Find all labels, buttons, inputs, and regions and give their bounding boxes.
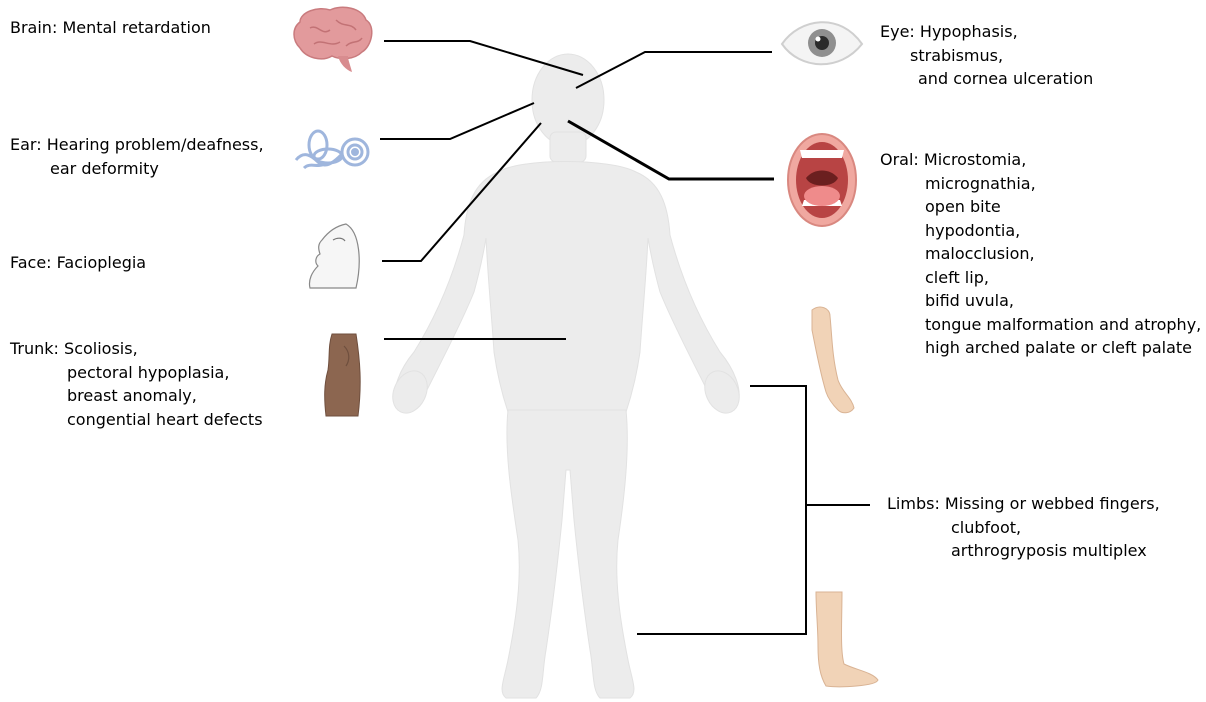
trunk-label: Trunk: Scoliosis, pectoral hypoplasia, b… [10,337,263,431]
limbs-text-2: clubfoot, [887,516,1160,540]
oral-text-5: malocclusion, [880,242,1201,266]
oral-title: Oral: [880,150,919,169]
eye-label: Eye: Hypophasis, strabismus, and cornea … [880,20,1093,91]
ear-text-2: ear deformity [10,157,264,181]
trunk-text-3: breast anomaly, [10,384,263,408]
brain-icon [294,7,372,72]
eye-leader [576,52,772,88]
face-icon [309,224,359,288]
trunk-text-2: pectoral hypoplasia, [10,361,263,385]
oral-text-6: cleft lip, [880,266,1201,290]
limbs-text-3: arthrogryposis multiplex [887,539,1160,563]
torso-icon [325,334,360,416]
eye-icon [782,22,862,64]
ear-label: Ear: Hearing problem/deafness, ear defor… [10,133,264,180]
oral-text-4: hypodontia, [880,219,1201,243]
face-title: Face: [10,253,52,272]
oral-text-9: high arched palate or cleft palate [880,336,1201,360]
ear-text-1: Hearing problem/deafness, [47,135,264,154]
limbs-bracket [637,386,806,634]
face-text: Facioplegia [57,253,146,272]
inner-ear-icon [296,131,368,168]
leg-icon [816,592,878,687]
arm-icon [812,307,854,413]
oral-text-2: micrognathia, [880,172,1201,196]
limbs-label: Limbs: Missing or webbed fingers, clubfo… [887,492,1160,563]
oral-text-3: open bite [880,195,1201,219]
brain-title: Brain: [10,18,57,37]
eye-text-3: and cornea ulceration [880,67,1093,91]
trunk-text-1: Scoliosis, [64,339,138,358]
ear-leader [380,103,534,139]
oral-text-7: bifid uvula, [880,289,1201,313]
oral-text-1: Microstomia, [924,150,1026,169]
eye-text-2: strabismus, [880,44,1093,68]
trunk-text-4: congential heart defects [10,408,263,432]
brain-label: Brain: Mental retardation [10,16,211,40]
mouth-icon [788,134,856,226]
limbs-text-1: Missing or webbed fingers, [945,494,1160,513]
brain-text: Mental retardation [62,18,210,37]
face-label: Face: Facioplegia [10,251,146,275]
human-body-figure [386,54,746,698]
ear-title: Ear: [10,135,42,154]
eye-title: Eye: [880,22,915,41]
trunk-title: Trunk: [10,339,59,358]
oral-text-8: tongue malformation and atrophy, [880,313,1201,337]
limbs-title: Limbs: [887,494,940,513]
eye-text-1: Hypophasis, [920,22,1018,41]
oral-label: Oral: Microstomia, micrognathia, open bi… [880,148,1201,360]
